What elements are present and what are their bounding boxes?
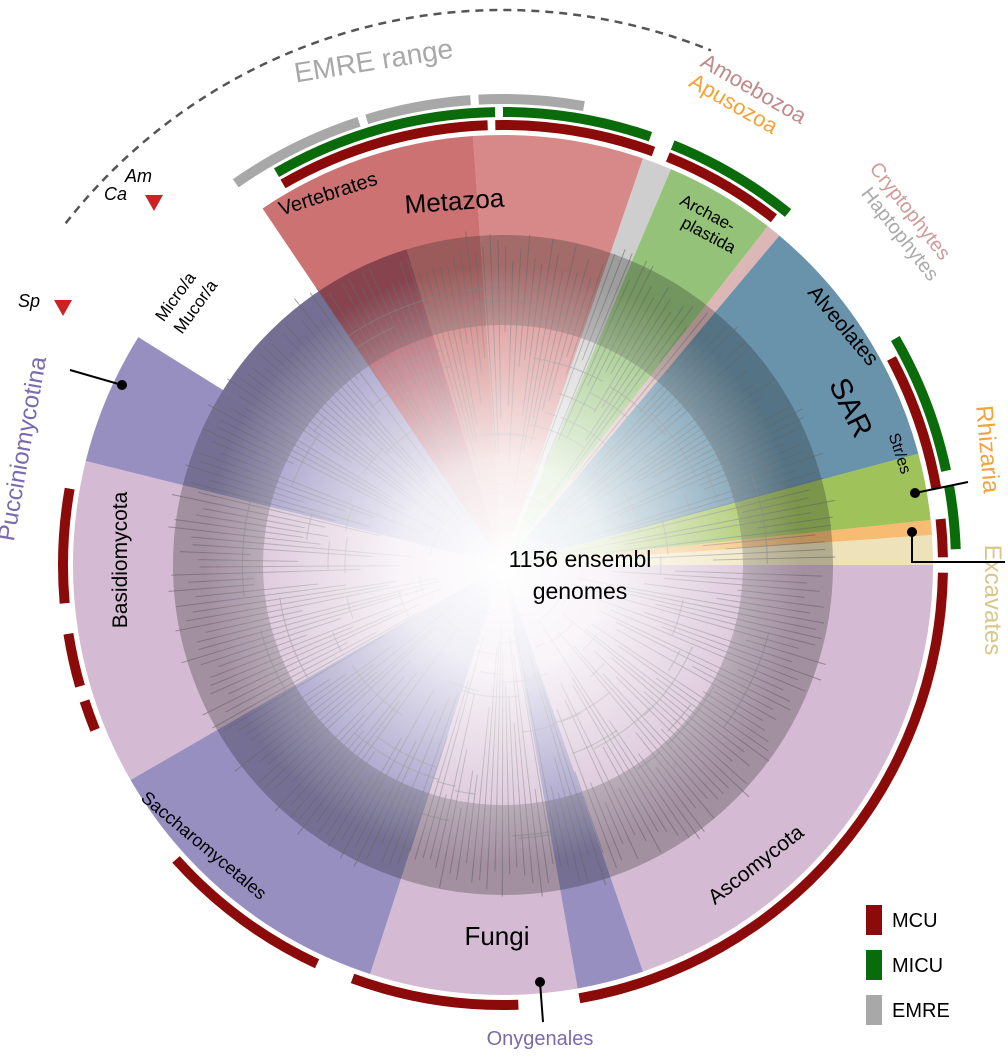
emre-ring-segment xyxy=(365,95,471,125)
label-excavates: Excavates xyxy=(979,545,1006,656)
label-rhizaria: Rhizaria xyxy=(970,404,1005,495)
legend-label: MCU xyxy=(892,910,938,932)
triangle-marker-icon xyxy=(54,300,72,316)
mcu-ring-segment xyxy=(350,973,519,1011)
mcu-ring-segment xyxy=(172,856,320,969)
center-label-line1: 1156 ensembl xyxy=(509,546,652,572)
pointer-dots xyxy=(117,380,920,987)
mcu-ring-segment xyxy=(935,518,948,558)
micu-ring-segment xyxy=(944,485,961,550)
emre-ring-segment xyxy=(232,117,361,188)
mcu-ring-segment xyxy=(495,119,656,157)
pointer-rhizaria xyxy=(914,481,969,494)
mcu-ring-segment xyxy=(665,152,777,223)
legend: MCU MICU EMRE xyxy=(866,905,950,1025)
emre-ring-segment xyxy=(478,94,585,112)
legend-swatch xyxy=(866,995,882,1025)
center-label-line2: genomes xyxy=(533,578,628,604)
micu-ring-segment xyxy=(670,140,792,217)
triangle-marker-icon xyxy=(145,195,163,211)
legend-label: MICU xyxy=(892,955,943,977)
label-onygenales: Onygenales xyxy=(487,1028,594,1050)
legend-swatch xyxy=(866,950,882,980)
marker-ca: Ca xyxy=(104,184,127,204)
center-fade xyxy=(203,265,803,865)
label-basidiomycota: Basidiomycota xyxy=(109,491,132,628)
label-metazoa: Metazoa xyxy=(404,183,506,220)
pointer-lines xyxy=(69,369,1005,1023)
marker-sp: Sp xyxy=(18,291,72,316)
presence-rings xyxy=(57,94,961,1011)
mcu-ring-segment xyxy=(63,633,85,688)
pointer-excavates xyxy=(911,532,1005,563)
label-fungi: Fungi xyxy=(464,921,529,951)
pointer-onygenales xyxy=(539,981,544,1023)
mcu-ring-segment xyxy=(79,699,100,732)
marker-am: Am xyxy=(124,166,152,186)
pointer-pucciniomycotina xyxy=(69,369,123,386)
legend-label: EMRE xyxy=(892,1000,950,1022)
mcu-ring-segment xyxy=(57,487,75,604)
label-pucciniomycotina: Pucciniomycotina xyxy=(0,354,52,543)
marker-sp-label: Sp xyxy=(18,291,40,311)
legend-swatch xyxy=(866,905,882,935)
mcu-ring-segment xyxy=(887,356,942,490)
emre-range-arc xyxy=(64,8,712,225)
micu-ring-segment xyxy=(503,107,653,142)
micu-ring-segment xyxy=(274,107,496,178)
mcu-ring-segment xyxy=(578,572,948,1004)
micu-ring-segment xyxy=(890,336,951,472)
marker-am-ca: Am Ca xyxy=(104,166,163,211)
mcu-ring-segment xyxy=(280,120,488,189)
